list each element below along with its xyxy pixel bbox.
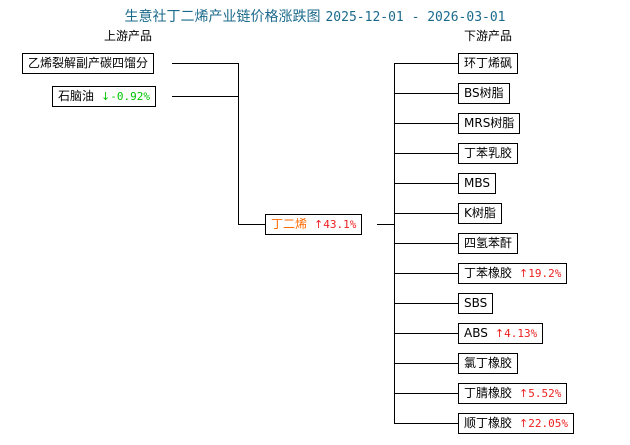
node-change: ↑5.52% — [519, 387, 561, 400]
connector-downstream-branch — [394, 273, 458, 274]
node-change-value: 19.2% — [528, 267, 562, 280]
node-label: MBS — [464, 176, 490, 190]
arrow-up-icon: ↑ — [519, 387, 529, 400]
node-label: 乙烯裂解副产碳四馏分 — [28, 56, 149, 70]
upstream-node[interactable]: 石脑油 ↓-0.92% — [52, 86, 156, 107]
node-label: MRS树脂 — [464, 116, 515, 130]
connector-downstream-branch — [394, 363, 458, 364]
node-label: SBS — [464, 296, 488, 310]
node-change: ↑19.2% — [519, 267, 561, 280]
page-title-date-range: 2025-12-01 - 2026-03-01 — [325, 10, 506, 25]
node-label: 丁苯橡胶 — [464, 266, 513, 280]
connector-downstream-branch — [394, 213, 458, 214]
connector-downstream-branch — [394, 243, 458, 244]
connector-downstream-branch — [394, 393, 458, 394]
downstream-node[interactable]: 丁苯橡胶 ↑19.2% — [458, 263, 568, 284]
arrow-up-icon: ↑ — [519, 417, 529, 430]
connector-downstream-branch — [394, 123, 458, 124]
connector-downstream-branch — [394, 423, 458, 424]
arrow-up-icon: ↑ — [494, 327, 505, 340]
downstream-node[interactable]: K树脂 — [458, 203, 502, 224]
node-label: 环丁烯砜 — [464, 56, 513, 70]
downstream-node[interactable]: 丁苯乳胶 — [458, 143, 519, 164]
connector-downstream-branch — [394, 303, 458, 304]
node-change: ↑22.05% — [519, 417, 568, 430]
upstream-column-heading: 上游产品 — [104, 29, 153, 43]
connector-downstream-branch — [394, 183, 458, 184]
upstream-node[interactable]: 乙烯裂解副产碳四馏分 — [22, 53, 155, 74]
arrow-up-icon: ↑ — [519, 267, 529, 280]
connector-downstream-branch — [394, 153, 458, 154]
node-label: 氯丁橡胶 — [464, 356, 513, 370]
node-label: K树脂 — [464, 206, 496, 220]
node-change-value: 22.05% — [528, 417, 568, 430]
downstream-node[interactable]: 四氢苯酐 — [458, 233, 519, 254]
node-label: 丁二烯 — [271, 217, 308, 231]
connector-center-to-downstream — [377, 224, 395, 225]
connector-upstream-1 — [172, 63, 239, 64]
center-node-butadiene[interactable]: 丁二烯 ↑43.1% — [265, 214, 363, 235]
arrow-up-icon: ↑ — [314, 218, 324, 231]
page-title: 生意社丁二烯产业链价格涨跌图 2025-12-01 - 2026-03-01 — [0, 8, 630, 27]
downstream-node[interactable]: MBS — [458, 173, 496, 194]
node-label: 丁苯乳胶 — [464, 146, 513, 160]
page-title-text: 生意社丁二烯产业链价格涨跌图 — [124, 9, 321, 25]
connector-downstream-branch — [394, 63, 458, 64]
arrow-down-icon: ↓ — [101, 90, 111, 103]
downstream-column-heading: 下游产品 — [464, 29, 513, 43]
connector-downstream-branch — [394, 93, 458, 94]
node-change-value: 4.13% — [504, 327, 538, 340]
downstream-node[interactable]: ABS ↑4.13% — [458, 323, 544, 344]
downstream-node[interactable]: 氯丁橡胶 — [458, 353, 519, 374]
node-label: 顺丁橡胶 — [464, 416, 513, 430]
downstream-node[interactable]: MRS树脂 — [458, 113, 521, 134]
downstream-node[interactable]: 顺丁橡胶 ↑22.05% — [458, 413, 574, 434]
node-change-value: 5.52% — [528, 387, 562, 400]
node-change: ↓-0.92% — [101, 90, 150, 103]
node-change: ↑43.1% — [314, 218, 356, 231]
node-change: ↑4.13% — [495, 327, 537, 340]
node-change-value: -0.92% — [110, 90, 150, 103]
downstream-node[interactable]: 丁腈橡胶 ↑5.52% — [458, 383, 568, 404]
node-label: ABS — [464, 326, 488, 340]
connector-upstream-trunk — [238, 63, 239, 225]
downstream-node[interactable]: SBS — [458, 293, 494, 314]
node-change-value: 43.1% — [323, 218, 357, 231]
node-label: 石脑油 — [58, 89, 95, 103]
downstream-node[interactable]: BS树脂 — [458, 83, 510, 104]
connector-upstream-2 — [172, 96, 239, 97]
node-label: 丁腈橡胶 — [464, 386, 513, 400]
connector-downstream-branch — [394, 333, 458, 334]
downstream-node[interactable]: 环丁烯砜 — [458, 53, 519, 74]
node-label: 四氢苯酐 — [464, 236, 513, 250]
node-label: BS树脂 — [464, 86, 504, 100]
connector-trunk-to-center — [238, 224, 265, 225]
